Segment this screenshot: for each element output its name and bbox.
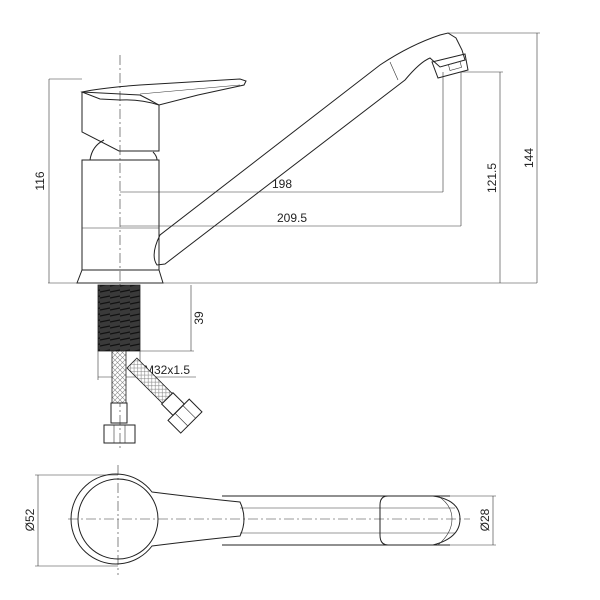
spout-end-band (379, 495, 389, 546)
dim-116: 116 (33, 171, 47, 190)
cartridge-neck (89, 139, 158, 161)
threaded-stud (97, 284, 141, 352)
spout-outline (222, 495, 450, 546)
hose-nut (103, 424, 136, 444)
handle-block (81, 91, 160, 152)
faucet-body (81, 159, 160, 271)
aerator (431, 53, 469, 79)
dim-144: 144 (522, 148, 536, 168)
side-view: 116 198 209.5 121.5 144 39 M32x1.5 (33, 32, 540, 448)
dim-thread-size: M32x1.5 (144, 363, 190, 377)
handle-outline (70, 473, 245, 565)
dim-121-5: 121.5 (485, 163, 499, 193)
spout-tip (432, 495, 461, 546)
dim-209-5: 209.5 (277, 211, 307, 225)
supply-hose-straight (111, 350, 127, 404)
supply-hose-angled (126, 357, 203, 434)
dim-diameter-28: Ø28 (478, 508, 492, 531)
dim-diameter-52: Ø52 (23, 508, 37, 531)
dim-39: 39 (192, 311, 206, 325)
handle-lever (80, 78, 247, 106)
dim-198: 198 (272, 177, 292, 191)
spout (153, 32, 466, 266)
base-circle (77, 478, 159, 560)
hose-ferrule (110, 402, 128, 424)
top-view: Ø52 Ø28 (23, 465, 496, 575)
